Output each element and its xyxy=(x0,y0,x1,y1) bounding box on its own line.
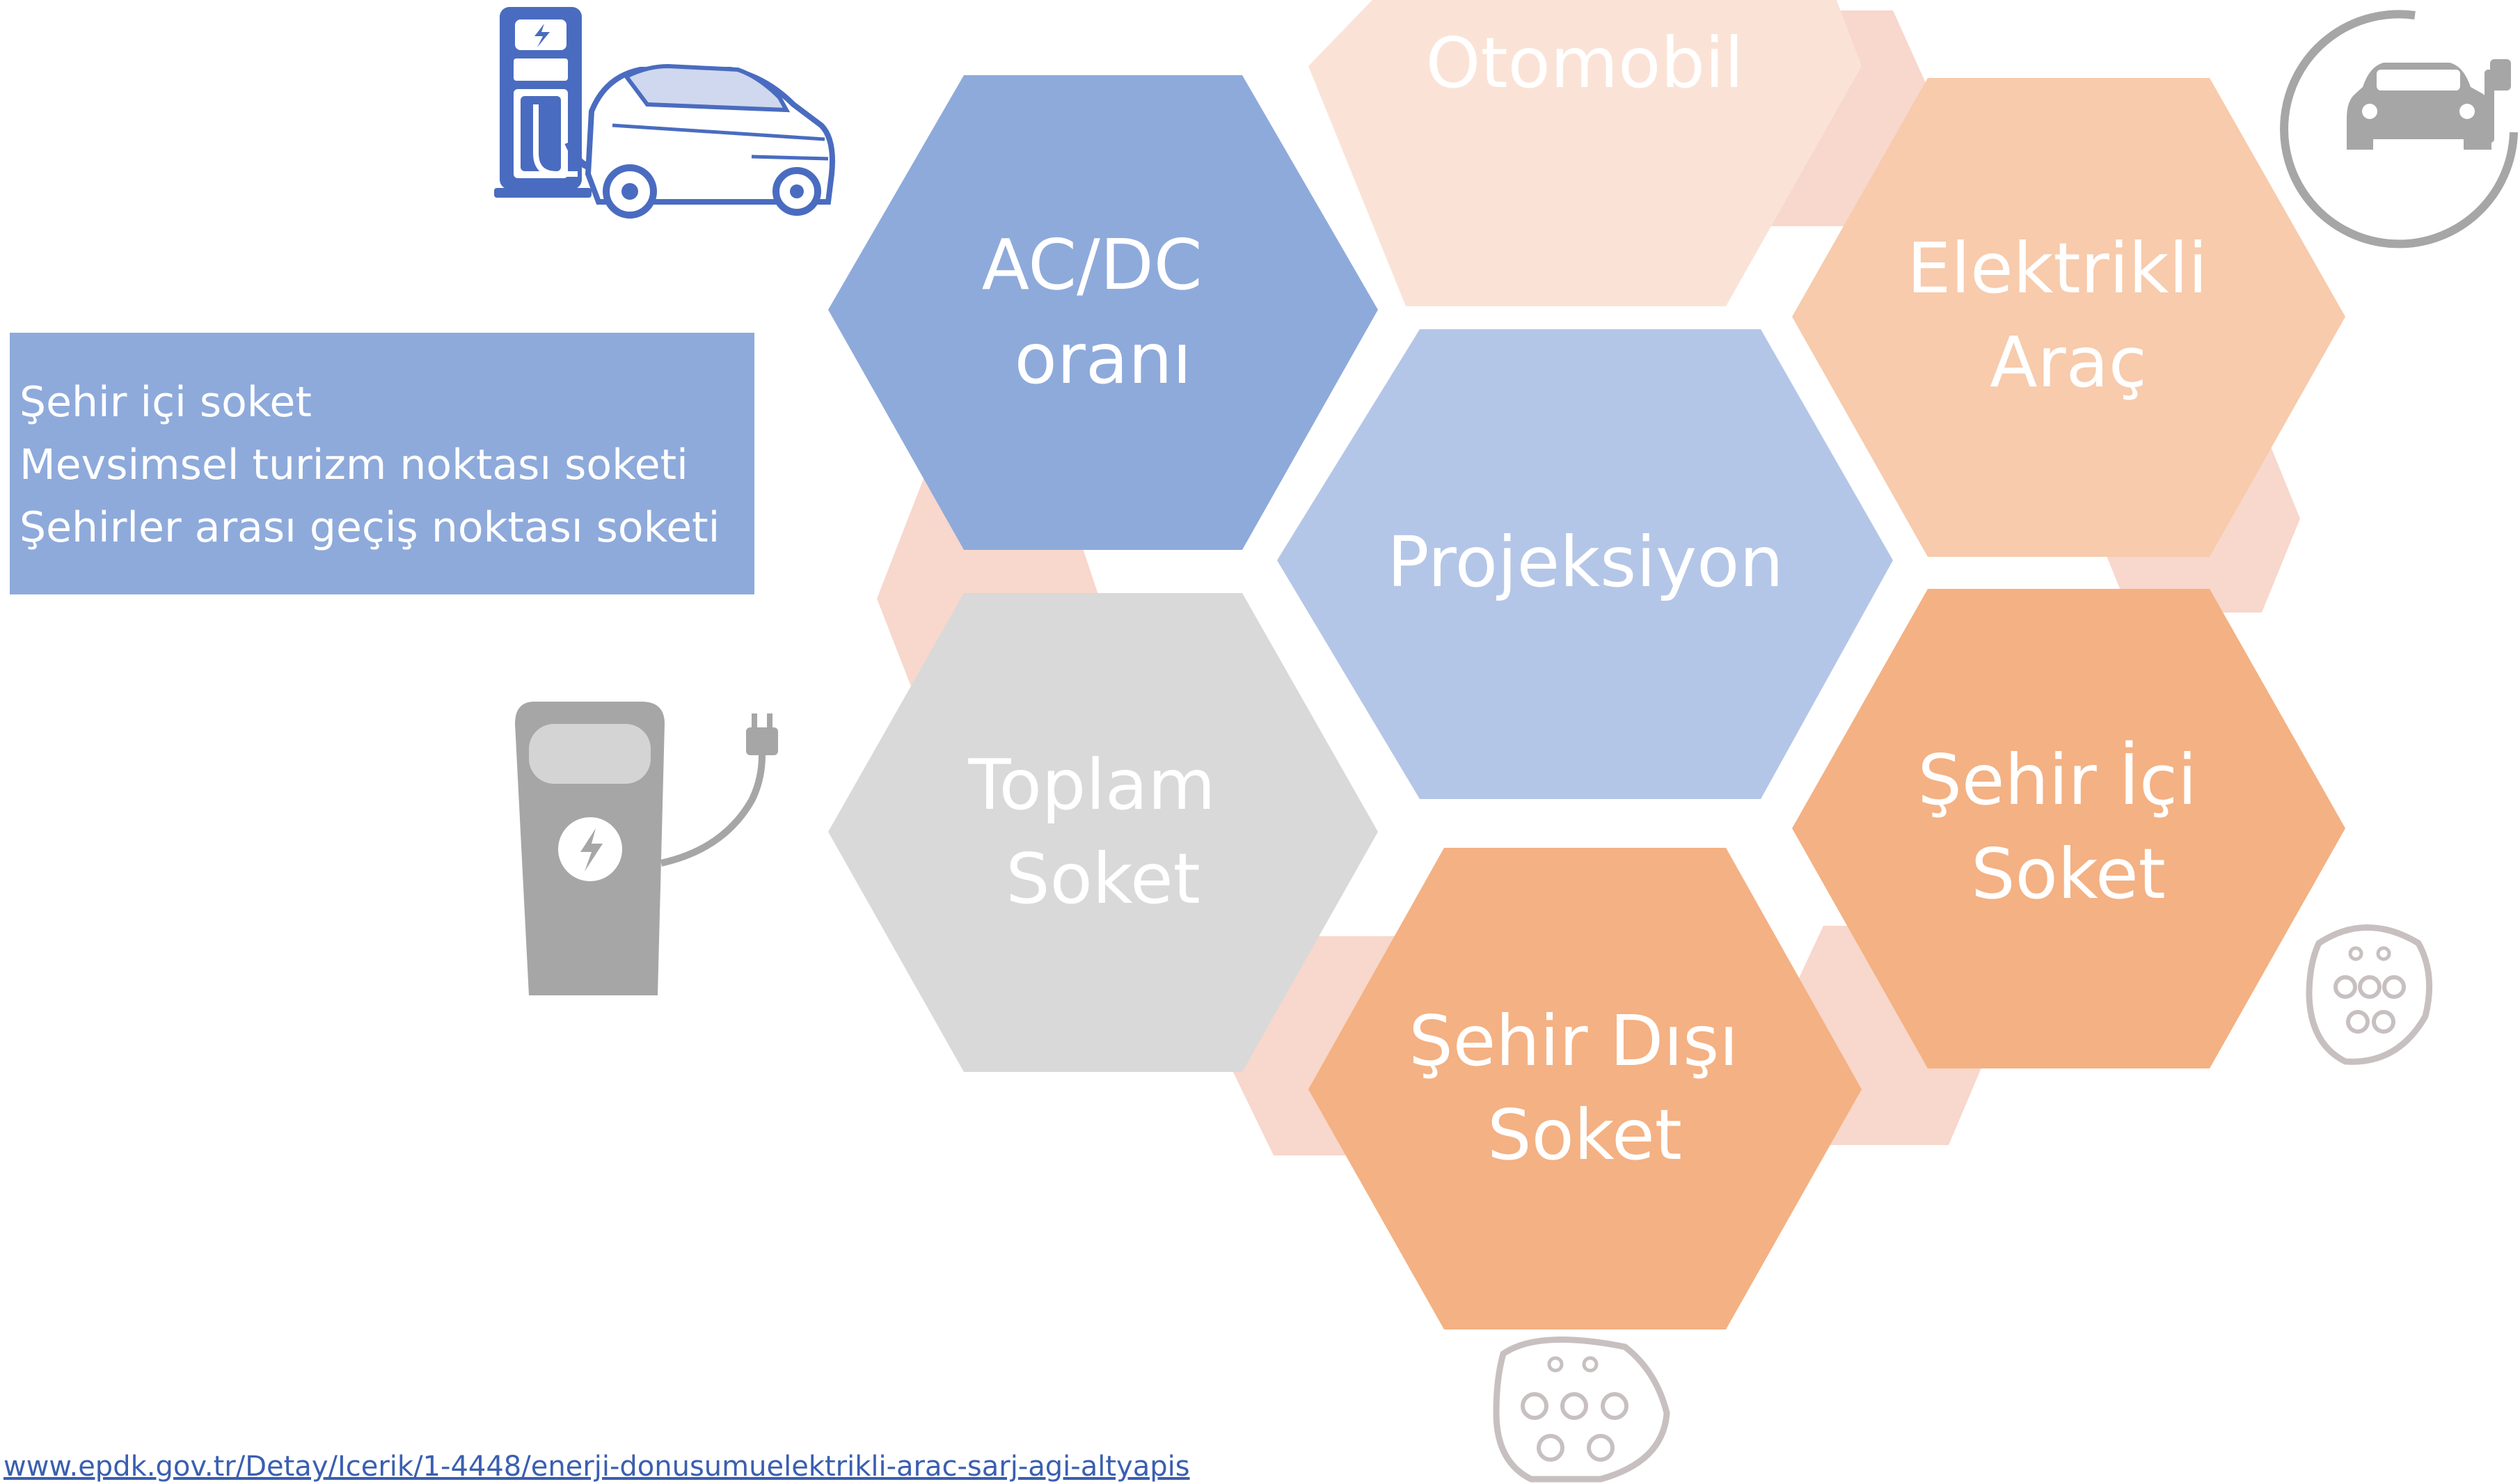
info-line-1: Şehir içi soket xyxy=(19,378,312,427)
hexagon-sehir-disi: Şehir Dışı Soket xyxy=(1308,848,1862,1329)
hex-elektrikli-shape xyxy=(1792,78,2345,557)
hex-projeksiyon-shape xyxy=(1277,329,1893,799)
hexagon-sehir-ici: Şehir İçi Soket xyxy=(1792,589,2345,1068)
hex-sehir-disi-line-2: Soket xyxy=(1487,1094,1682,1176)
hexagon-elektrikli: Elektrikli Araç xyxy=(1792,78,2345,557)
hex-sehir-disi-line-1: Şehir Dışı xyxy=(1409,1000,1738,1082)
info-line-2: Mevsimsel turizm noktası soketi xyxy=(19,441,688,489)
hexagon-otomobil: Otomobil xyxy=(1308,0,1862,306)
hex-sehir-ici-shape xyxy=(1792,589,2345,1068)
info-box: Şehir içi soket Mevsimsel turizm noktası… xyxy=(10,333,754,594)
hex-otomobil-line-1: Otomobil xyxy=(1426,22,1744,104)
hexagon-projeksiyon: Projeksiyon xyxy=(1277,329,1893,799)
hex-projeksiyon-line-1: Projeksiyon xyxy=(1387,521,1783,603)
type2-socket-icon xyxy=(1493,1336,1670,1483)
hex-otomobil-label: Otomobil xyxy=(1426,22,1744,104)
hex-toplam-shape xyxy=(828,593,1378,1072)
hex-sehir-disi-label: Şehir Dışı Soket xyxy=(1409,1000,1761,1176)
hexagon-toplam: Toplam Soket xyxy=(828,593,1378,1072)
hex-sehir-ici-line-2: Soket xyxy=(1971,833,2166,915)
hex-otomobil-shape xyxy=(1308,0,1862,306)
info-box-background xyxy=(10,333,754,594)
info-line-3: Şehirler arası geçiş noktası soketi xyxy=(19,503,720,552)
source-link[interactable]: www.epdk.gov.tr/Detay/Icerik/1-4448/ener… xyxy=(3,1451,1190,1483)
hexagon-ac-dc: AC/DC oranı xyxy=(828,75,1378,550)
hex-elektrikli-line-1: Elektrikli xyxy=(1907,228,2208,309)
hex-ac-dc-line-1: AC/DC xyxy=(982,224,1203,306)
hex-sehir-ici-label: Şehir İçi Soket xyxy=(1917,739,2219,915)
ev-plug-circle-icon xyxy=(2280,10,2518,248)
hex-ac-dc-shape xyxy=(828,75,1378,550)
hex-ac-dc-line-2: oranı xyxy=(1015,318,1192,400)
charging-station-car-icon xyxy=(494,7,835,219)
hex-projeksiyon-label: Projeksiyon xyxy=(1387,521,1783,603)
type2-socket-icon xyxy=(2306,924,2433,1065)
hex-elektrikli-label: Elektrikli Araç xyxy=(1907,228,2230,403)
info-box-text: Şehir içi soket Mevsimsel turizm noktası… xyxy=(19,378,720,552)
hex-elektrikli-line-2: Araç xyxy=(1990,322,2147,403)
hex-sehir-disi-shape xyxy=(1308,848,1862,1329)
hex-sehir-ici-line-1: Şehir İçi xyxy=(1917,739,2196,821)
wallbox-charger-icon xyxy=(515,702,778,995)
hex-toplam-label: Toplam Soket xyxy=(967,744,1237,919)
hex-ac-dc-label: AC/DC oranı xyxy=(982,224,1225,400)
hex-toplam-line-1: Toplam xyxy=(967,744,1215,826)
hex-toplam-line-2: Soket xyxy=(1006,838,1200,919)
